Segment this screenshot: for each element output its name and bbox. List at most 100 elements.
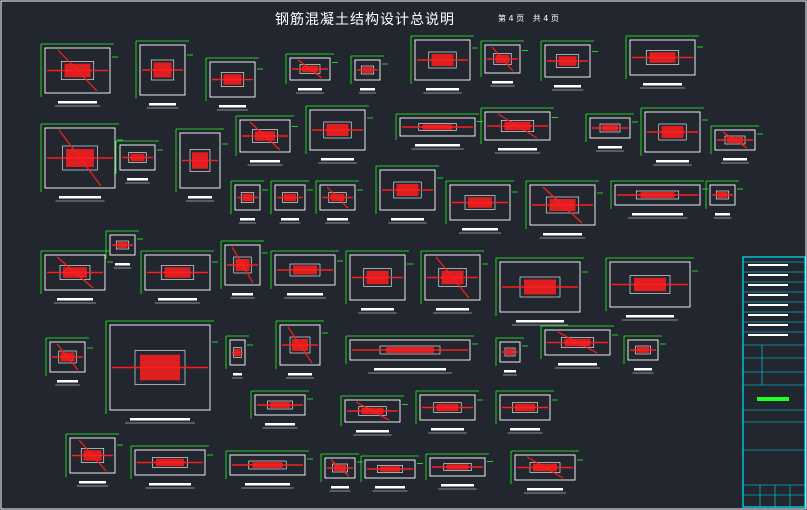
rebar-diagonal: [497, 113, 538, 139]
detail-sketch: [480, 107, 558, 154]
detail-sketch: [710, 125, 763, 164]
detail-sketch: [315, 180, 363, 224]
concrete-outline: [119, 144, 156, 171]
concrete-outline: [229, 339, 246, 366]
detail-sketch: [140, 250, 218, 304]
concrete-outline: [44, 127, 116, 189]
title-block-highlight: [757, 397, 789, 401]
caption-bar: [331, 486, 349, 489]
detail-sketch: [625, 35, 703, 89]
concrete-outline: [69, 437, 116, 474]
concrete-outline: [609, 261, 691, 308]
concrete-outline: [274, 254, 336, 286]
concrete-outline: [499, 394, 551, 421]
detail-sketch: [445, 180, 518, 234]
concrete-outline: [309, 109, 366, 151]
detail-sketch: [270, 180, 313, 224]
caption-bar: [715, 213, 730, 216]
concrete-outline: [419, 394, 476, 421]
caption-bar: [498, 148, 537, 151]
detail-sketch: [65, 433, 123, 487]
detail-sketch: [340, 395, 408, 436]
caption-bar: [58, 101, 97, 104]
title-block-text-line: [748, 284, 788, 286]
caption-bar: [626, 315, 674, 318]
caption-bar: [527, 488, 563, 491]
caption-bar: [288, 373, 312, 376]
rebar-diagonal: [57, 49, 98, 92]
caption-bar: [115, 263, 130, 266]
caption-bar: [57, 298, 93, 301]
caption-bar: [543, 233, 582, 236]
detail-sketch: [285, 53, 338, 94]
concrete-outline: [144, 254, 211, 291]
detail-sketch: [235, 115, 298, 166]
detail-sketch: [135, 40, 193, 109]
concrete-outline: [627, 339, 659, 361]
caption-bar: [360, 88, 375, 91]
detail-group: [40, 35, 763, 494]
detail-sketch: [250, 390, 313, 429]
concrete-outline: [229, 454, 306, 476]
concrete-outline: [364, 459, 416, 479]
detail-sketch: [495, 337, 528, 376]
rebar-diagonal: [326, 186, 349, 209]
caption-bar: [240, 218, 255, 221]
rebar-diagonal: [557, 331, 598, 354]
detail-sketch: [350, 55, 388, 94]
caption-bar: [232, 293, 253, 296]
caption-bar: [436, 308, 469, 311]
caption-bar: [281, 218, 299, 221]
caption-bar: [250, 160, 280, 163]
caption-bar: [598, 146, 622, 149]
caption-bar: [356, 430, 389, 433]
rebar-diagonal: [231, 246, 254, 284]
detail-sketch: [605, 257, 698, 321]
detail-sketch: [585, 113, 638, 152]
detail-sketch: [220, 240, 268, 299]
concrete-outline: [644, 111, 701, 153]
concrete-outline: [429, 457, 486, 477]
caption-bar: [79, 481, 106, 484]
caption-bar: [558, 363, 597, 366]
detail-sketch: [705, 180, 743, 219]
concrete-outline: [354, 59, 381, 81]
concrete-outline: [134, 449, 206, 476]
caption-bar: [643, 83, 682, 86]
rebar-diagonal: [526, 456, 564, 479]
detail-sketch: [305, 105, 373, 164]
detail-sketch: [40, 123, 123, 202]
detail-sketch: [640, 107, 708, 166]
concrete-outline: [614, 184, 701, 206]
concrete-outline: [209, 61, 256, 98]
caption-bar: [375, 486, 405, 489]
caption-bar: [245, 483, 290, 486]
detail-sketch: [360, 455, 423, 492]
concrete-outline: [344, 399, 401, 423]
concrete-outline: [109, 324, 211, 411]
detail-sketch: [623, 335, 666, 374]
rebar-diagonal: [287, 326, 313, 364]
detail-sketch: [610, 180, 708, 219]
detail-sketch: [395, 113, 483, 150]
concrete-outline: [709, 184, 736, 206]
caption-bar: [158, 298, 197, 301]
concrete-outline: [319, 184, 356, 211]
caption-bar: [57, 380, 78, 383]
detail-sketch: [425, 453, 493, 490]
detail-sketch: [415, 390, 483, 434]
concrete-outline: [44, 47, 111, 94]
caption-bar: [233, 373, 242, 376]
concrete-outline: [274, 184, 306, 211]
caption-bar: [219, 105, 246, 108]
caption-bar: [441, 484, 474, 487]
concrete-outline: [514, 454, 576, 481]
caption-bar: [426, 88, 459, 91]
rebar-diagonal: [435, 256, 470, 299]
caption-bar: [391, 218, 424, 221]
detail-sketch: [225, 335, 253, 379]
title-block-text-line: [748, 264, 788, 266]
caption-bar: [462, 228, 498, 231]
